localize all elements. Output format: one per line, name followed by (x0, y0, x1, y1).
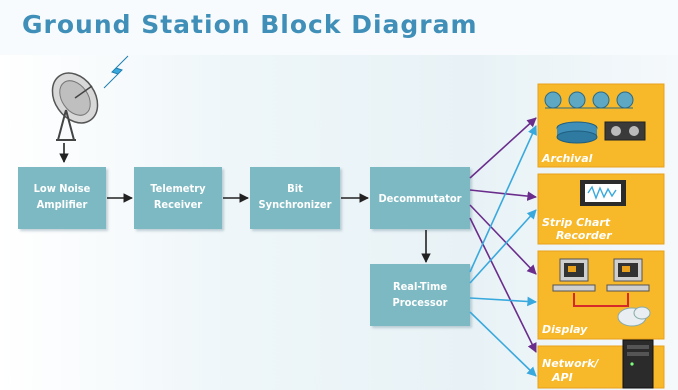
page-title: Ground Station Block Diagram (22, 10, 478, 39)
arrow-processor-to-strip-chart (469, 209, 537, 284)
computer-monitor-icon (552, 258, 650, 307)
block-telemetry-receiver: Telemetry Receiver (134, 167, 222, 229)
output-label-line: Archival (541, 152, 593, 165)
block-label-line: Processor (393, 296, 448, 309)
cloud-icon (617, 306, 651, 327)
block-label-line: Amplifier (37, 198, 88, 211)
server-tower-icon (622, 339, 654, 389)
output-panel-display: Display (537, 250, 665, 340)
output-label-line: API (551, 371, 573, 384)
output-label-line: Network/ (542, 357, 599, 370)
output-label-line: Strip Chart (542, 216, 611, 229)
satellite-dish-icon (51, 72, 99, 141)
arrow-decom-to-strip-chart (469, 189, 537, 201)
arrow-processor-to-display (469, 296, 537, 307)
arrow-processor-to-archival (469, 125, 537, 273)
arrow-processor-to-network (469, 311, 537, 377)
output-panel-strip-chart-recorder: Strip Chart Recorder (537, 173, 665, 245)
block-label-line: Real-Time (393, 280, 447, 293)
disk-drive-icon (556, 121, 646, 144)
block-label-line: Telemetry (150, 182, 206, 195)
block-label-line: Synchronizer (258, 198, 331, 211)
arrow-decom-to-archival (469, 117, 537, 179)
output-panel-network-api: Network/ API (537, 339, 665, 389)
block-label-line: Decommutator (378, 192, 461, 205)
output-label-line: Display (542, 323, 588, 336)
block-label-line: Receiver (154, 198, 202, 211)
strip-chart-icon (580, 180, 626, 206)
block-label-line: Bit (287, 182, 303, 195)
output-panel-archival: Archival (537, 83, 665, 168)
wireless-signal-icon (103, 55, 129, 89)
block-real-time-processor: Real-Time Processor (370, 264, 470, 326)
block-decommutator: Decommutator (370, 167, 470, 229)
output-label-line: Recorder (556, 229, 612, 242)
block-low-noise-amplifier: Low Noise Amplifier (18, 167, 106, 229)
arrow-decom-to-network (469, 217, 537, 353)
arrow-decom-to-display (469, 204, 537, 275)
block-label-line: Low Noise (34, 182, 91, 195)
block-bit-synchronizer: Bit Synchronizer (250, 167, 340, 229)
tape-reel-icon (544, 91, 634, 109)
